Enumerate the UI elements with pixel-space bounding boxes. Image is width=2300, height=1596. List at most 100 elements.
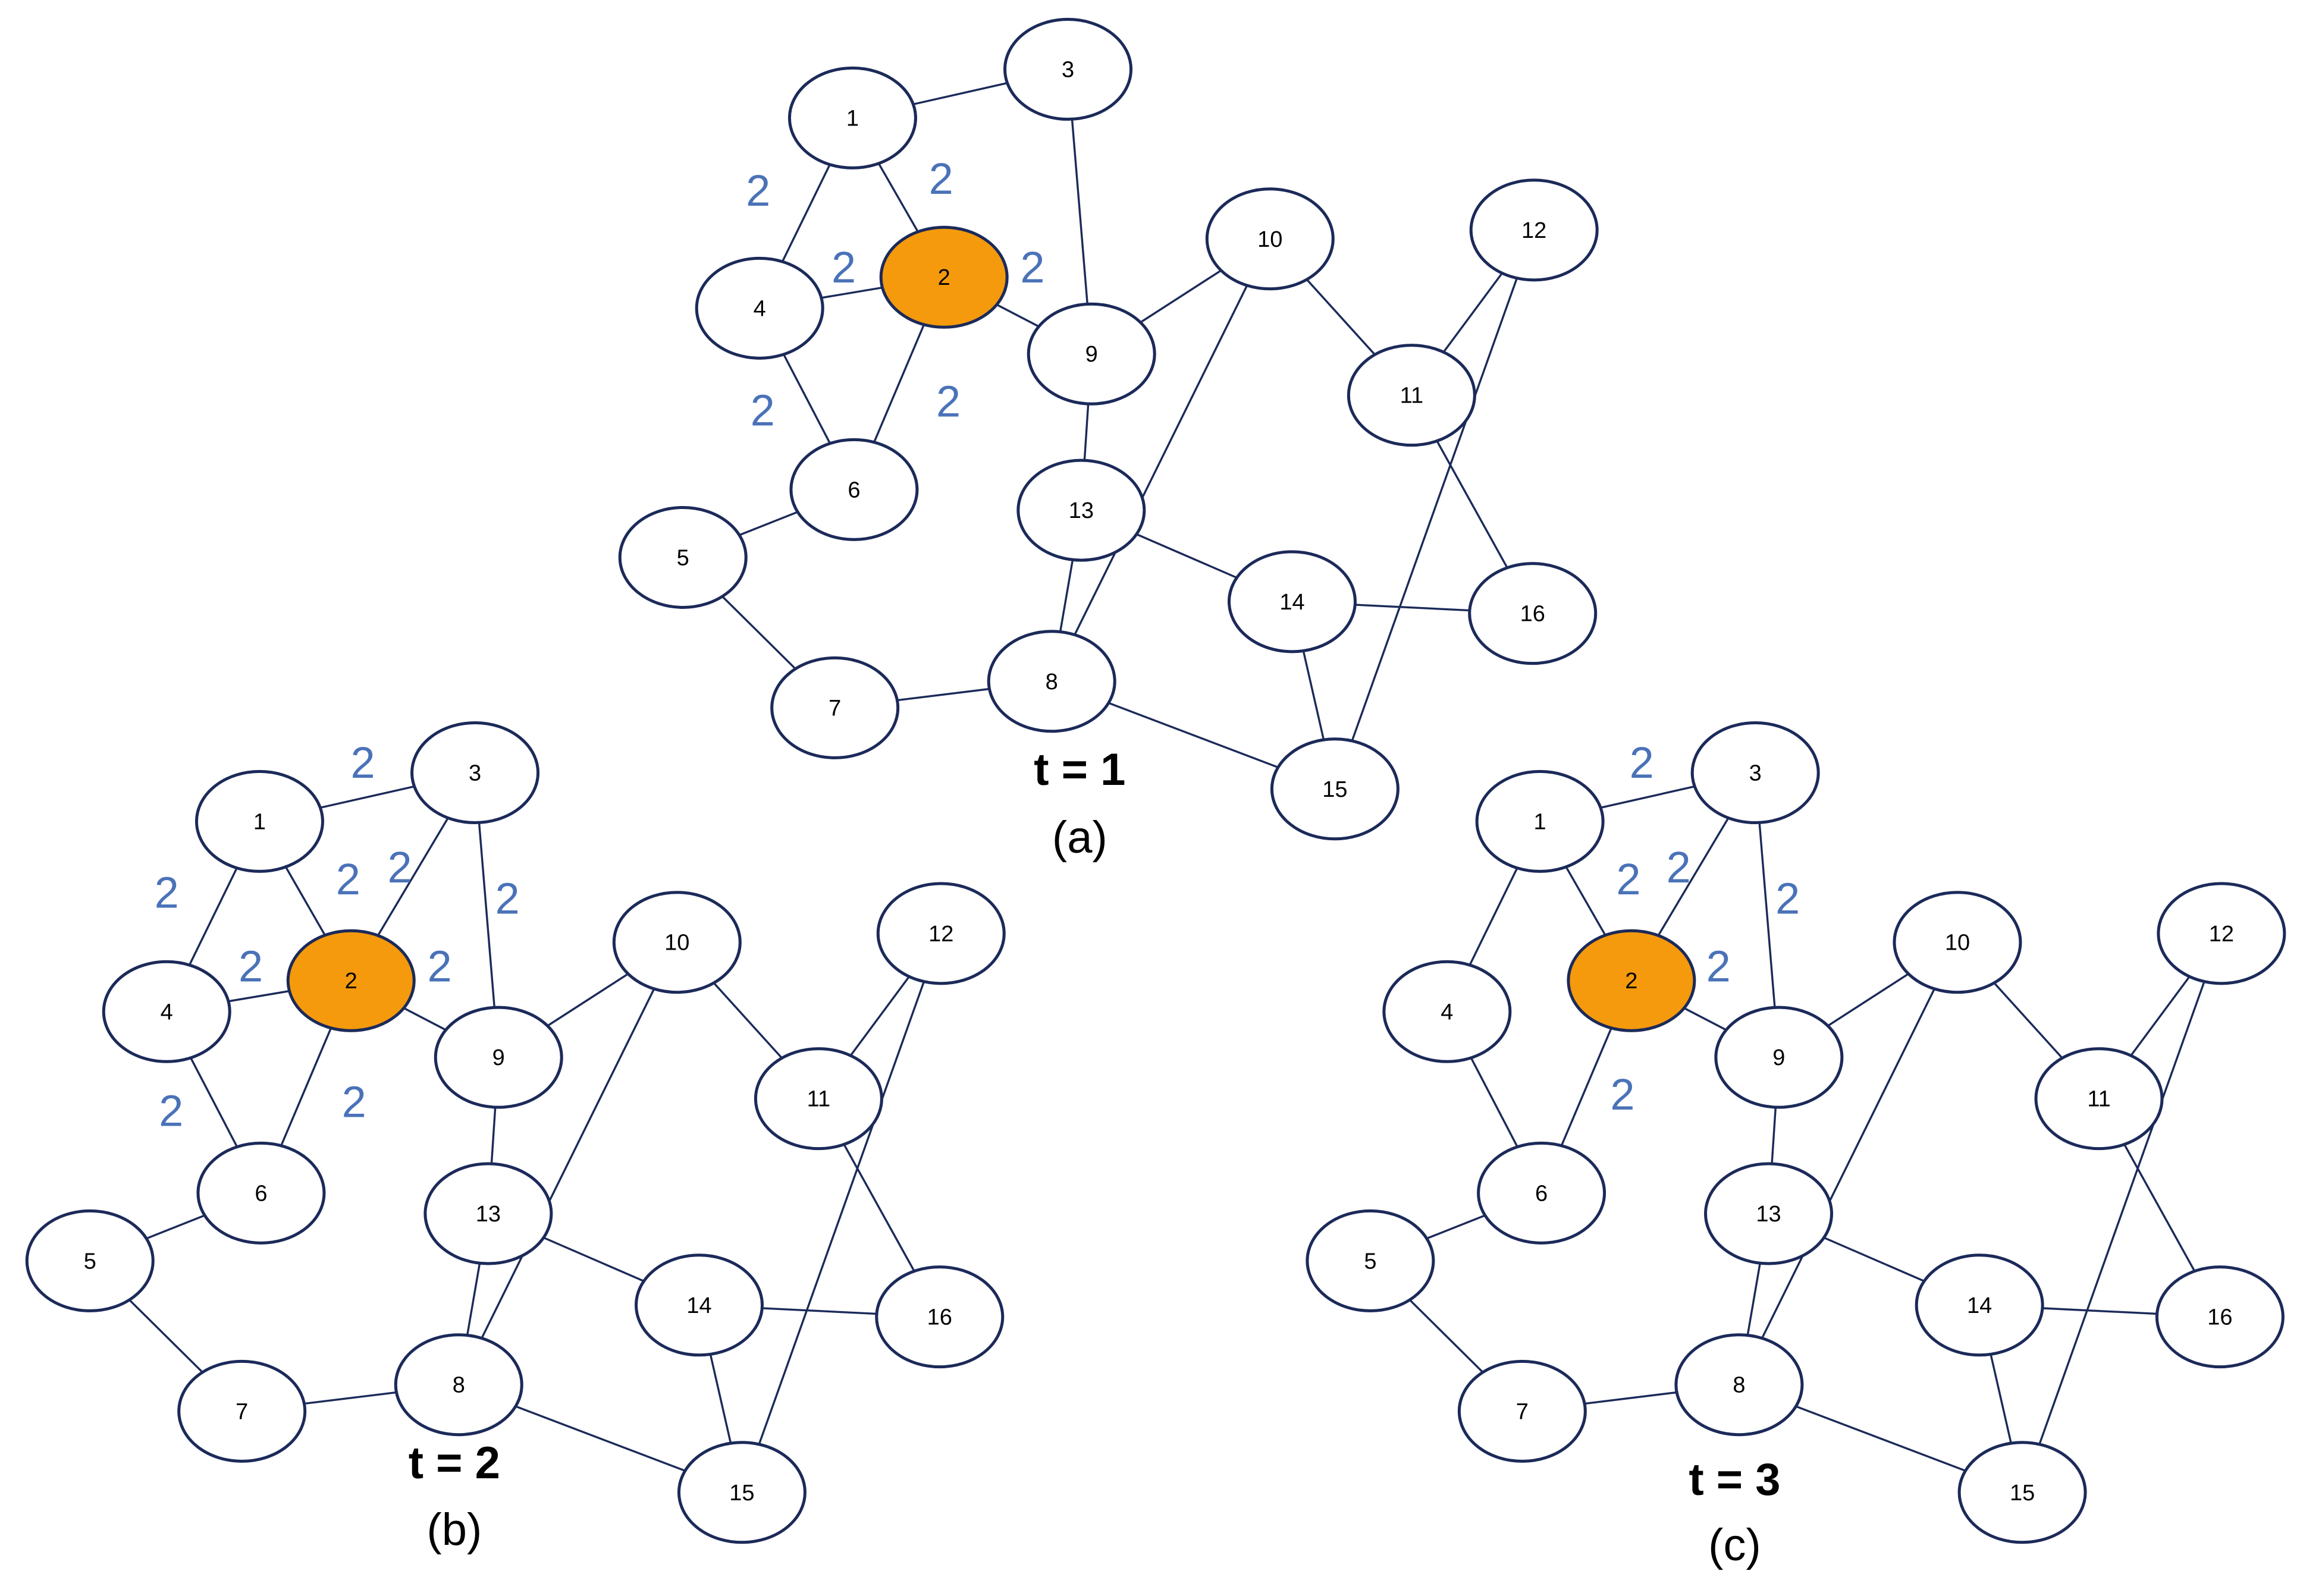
node-label: 6 [1535, 1181, 1548, 1206]
node-circle [1027, 302, 1156, 406]
node-circle [770, 656, 900, 759]
node-circle [1475, 769, 1605, 873]
edge-weight-2-9: 2 [1706, 941, 1731, 991]
edge-weight-2-6: 2 [342, 1077, 366, 1127]
edge-weight-2-6: 2 [1610, 1070, 1634, 1119]
node-label: 5 [677, 545, 689, 570]
node-circle [394, 1333, 523, 1437]
node-6: 6 [196, 1141, 326, 1245]
node-label: 9 [492, 1045, 505, 1070]
node-5: 5 [1306, 1209, 1435, 1312]
node-circle [987, 630, 1116, 733]
edge-weight-2-9: 2 [1020, 243, 1044, 292]
panel-time-label: t = 2 [409, 1438, 500, 1488]
node-label: 15 [1322, 777, 1347, 802]
panel-time-label: t = 1 [1034, 744, 1125, 795]
node-label: 8 [1733, 1373, 1745, 1398]
node-circle [612, 891, 742, 994]
node-label: 2 [345, 969, 357, 994]
node-circle [789, 438, 919, 541]
node-7: 7 [177, 1359, 307, 1463]
node-circle [635, 1253, 764, 1357]
node-circle [876, 882, 1006, 985]
node-circle [695, 256, 824, 360]
edge-weight-2-9: 2 [427, 941, 451, 991]
node-14: 14 [635, 1253, 764, 1357]
node-circle [1714, 1006, 1844, 1109]
node-1: 1 [194, 769, 324, 873]
node-circle [1205, 187, 1335, 291]
node-13: 13 [1704, 1162, 1834, 1265]
node-9: 9 [1714, 1006, 1844, 1109]
highlighted-node-circle [1567, 929, 1696, 1032]
node-11: 11 [2034, 1047, 2164, 1151]
panel-time-label: t = 3 [1689, 1454, 1780, 1505]
node-6: 6 [789, 438, 919, 541]
node-5: 5 [618, 505, 748, 609]
edge-weight-2-4: 2 [831, 243, 856, 292]
node-circle [1674, 1333, 1804, 1437]
node-circle [1306, 1209, 1435, 1312]
node-label: 2 [1625, 969, 1637, 994]
node-1: 1 [787, 66, 917, 169]
node-9: 9 [434, 1006, 563, 1109]
node-circle [2034, 1047, 2164, 1151]
node-label: 12 [2209, 922, 2234, 947]
node-10: 10 [1893, 891, 2022, 994]
node-label: 7 [236, 1399, 248, 1424]
edge-weight-1-4: 2 [746, 166, 770, 215]
edge-weight-3-9: 2 [495, 874, 520, 923]
node-label: 7 [1516, 1399, 1529, 1424]
node-label: 16 [927, 1305, 952, 1330]
edge-weight-1-2: 2 [336, 854, 360, 904]
node-circle [1690, 721, 1820, 825]
node-circle [618, 505, 748, 609]
node-11: 11 [1347, 344, 1476, 447]
node-circle [1469, 178, 1599, 282]
node-2: 2 [879, 225, 1009, 329]
edge-12-15 [2021, 933, 2223, 1493]
node-4: 4 [695, 256, 824, 360]
node-label: 13 [476, 1202, 501, 1227]
node-label: 14 [686, 1293, 711, 1318]
node-label: 3 [1062, 58, 1074, 83]
node-7: 7 [770, 656, 900, 759]
node-label: 15 [729, 1481, 754, 1506]
node-5: 5 [25, 1209, 155, 1312]
panel-sub-label: (c) [1708, 1520, 1761, 1570]
node-15: 15 [1270, 737, 1400, 841]
edge-12-15 [1333, 230, 1535, 790]
node-9: 9 [1027, 302, 1156, 406]
edge-12-15 [740, 933, 942, 1493]
edge-10-8 [457, 941, 678, 1385]
edge-weight-1-3: 2 [351, 738, 375, 787]
node-label: 4 [161, 1000, 173, 1025]
node-circle [1468, 562, 1598, 665]
node-label: 6 [848, 477, 860, 502]
node-6: 6 [1477, 1141, 1606, 1245]
node-label: 3 [469, 761, 481, 786]
node-circle [423, 1162, 553, 1265]
node-label: 9 [1085, 342, 1098, 367]
node-14: 14 [1227, 550, 1357, 654]
node-16: 16 [875, 1265, 1005, 1369]
node-8: 8 [394, 1333, 523, 1437]
node-7: 7 [1457, 1359, 1587, 1463]
node-label: 4 [1441, 1000, 1453, 1025]
node-circle [177, 1359, 307, 1463]
node-label: 10 [664, 931, 689, 956]
node-2: 2 [286, 929, 416, 1032]
node-label: 5 [1364, 1249, 1376, 1274]
node-label: 7 [829, 696, 841, 721]
node-label: 3 [1749, 761, 1762, 786]
node-circle [102, 960, 231, 1063]
node-circle [1382, 960, 1512, 1063]
node-8: 8 [1674, 1333, 1804, 1437]
node-13: 13 [423, 1162, 553, 1265]
node-11: 11 [754, 1047, 883, 1151]
node-3: 3 [410, 721, 540, 825]
edge-weight-3-9: 2 [1775, 874, 1800, 923]
